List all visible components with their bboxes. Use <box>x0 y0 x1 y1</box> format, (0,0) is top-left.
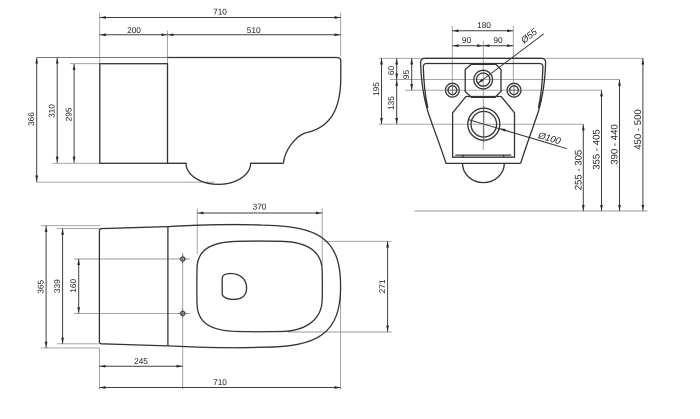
svg-text:390 - 440: 390 - 440 <box>610 124 621 165</box>
svg-text:366: 366 <box>26 112 36 126</box>
svg-text:365: 365 <box>36 279 46 293</box>
svg-text:95: 95 <box>401 70 411 80</box>
svg-text:355 - 405: 355 - 405 <box>592 129 603 170</box>
svg-text:195: 195 <box>371 82 381 96</box>
svg-text:339: 339 <box>52 279 62 293</box>
svg-text:245: 245 <box>134 356 148 366</box>
svg-text:271: 271 <box>377 279 387 293</box>
svg-text:90: 90 <box>462 35 472 45</box>
svg-text:90: 90 <box>493 35 503 45</box>
svg-text:310: 310 <box>47 104 57 118</box>
svg-text:135: 135 <box>386 96 396 110</box>
svg-text:295: 295 <box>64 107 74 121</box>
svg-text:180: 180 <box>477 20 491 30</box>
svg-text:200: 200 <box>127 25 141 35</box>
svg-text:450 - 500: 450 - 500 <box>633 109 644 150</box>
svg-text:370: 370 <box>253 202 267 212</box>
svg-text:710: 710 <box>213 377 227 387</box>
svg-text:710: 710 <box>213 7 227 17</box>
svg-text:160: 160 <box>68 278 78 292</box>
svg-text:510: 510 <box>247 25 261 35</box>
svg-text:60: 60 <box>386 66 396 76</box>
svg-text:255 - 305: 255 - 305 <box>574 150 585 191</box>
